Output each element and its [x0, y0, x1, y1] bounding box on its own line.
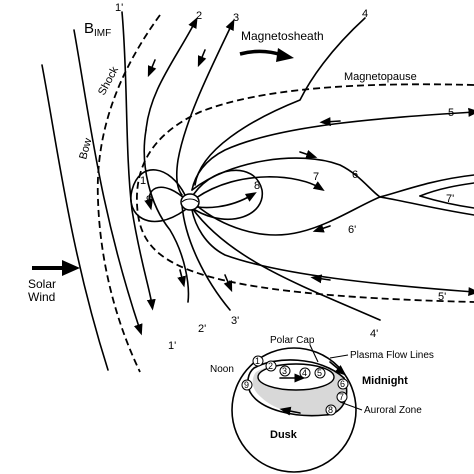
- magnetopause-line: [136, 83, 474, 303]
- num-4: 4: [362, 8, 368, 20]
- tail-field-lines: [191, 107, 474, 321]
- polar-inset: 1 2 3 4 5 6 7 8 9 Polar Cap Plasma Flow …: [210, 335, 434, 473]
- bow-shock-line: [96, 14, 161, 373]
- inset-num-8: 8: [328, 405, 333, 415]
- draped-field-lines-top: [121, 11, 366, 311]
- num-9: 9: [146, 194, 152, 206]
- inset-num-2: 2: [268, 361, 273, 371]
- num-1prime-bottom: 1': [168, 340, 176, 352]
- earth: [180, 193, 200, 211]
- num-2prime: 2': [198, 323, 206, 335]
- midnight-label: Midnight: [362, 375, 408, 387]
- polar-cap-label: Polar Cap: [270, 335, 315, 346]
- num-5prime: 5': [438, 291, 446, 303]
- plasma-flow-lines-label: Plasma Flow Lines: [350, 350, 434, 361]
- dusk-label: Dusk: [270, 429, 298, 441]
- inset-num-6: 6: [340, 379, 345, 389]
- magnetopause-label: Magnetopause: [344, 71, 417, 83]
- num-5: 5: [448, 107, 454, 119]
- num-6prime: 6': [348, 224, 356, 236]
- inset-num-7: 7: [339, 392, 344, 402]
- auroral-zone-label: Auroral Zone: [364, 405, 422, 416]
- flow-arrows: [147, 49, 341, 293]
- num-7: 7: [313, 171, 319, 183]
- num-1prime-top: 1': [115, 2, 123, 14]
- inset-number-markers: 1 2 3 4 5 6 7 8 9: [241, 355, 349, 416]
- num-6: 6: [352, 169, 358, 181]
- inset-num-9: 9: [244, 380, 249, 390]
- num-7prime: 7': [446, 193, 454, 205]
- magnetosheath-label: Magnetosheath: [241, 29, 324, 43]
- inset-num-1: 1: [255, 356, 260, 366]
- field-line-numbers: 1' 2 3 4 5 1 9 8 7 6 7' 6' 5' 4' 3' 2' 1…: [115, 2, 454, 352]
- inset-num-5: 5: [317, 368, 322, 378]
- solar-wind-label-1: Solar: [28, 277, 56, 291]
- solar-wind-label-2: Wind: [28, 290, 55, 304]
- num-4prime: 4': [370, 328, 378, 340]
- noon-label: Noon: [210, 364, 234, 375]
- inset-num-4: 4: [302, 368, 307, 378]
- num-3prime: 3': [231, 315, 239, 327]
- num-8: 8: [254, 180, 260, 192]
- bow-label: Bow: [77, 137, 94, 161]
- inset-num-3: 3: [282, 366, 287, 376]
- solar-wind-arrow: [32, 260, 80, 276]
- b-imf-label: BIMF: [84, 20, 111, 39]
- magnetosheath-arrow: [239, 48, 294, 62]
- num-3: 3: [233, 12, 239, 24]
- num-1: 1: [140, 175, 146, 187]
- shock-label: Shock: [96, 64, 121, 97]
- num-2: 2: [196, 10, 202, 22]
